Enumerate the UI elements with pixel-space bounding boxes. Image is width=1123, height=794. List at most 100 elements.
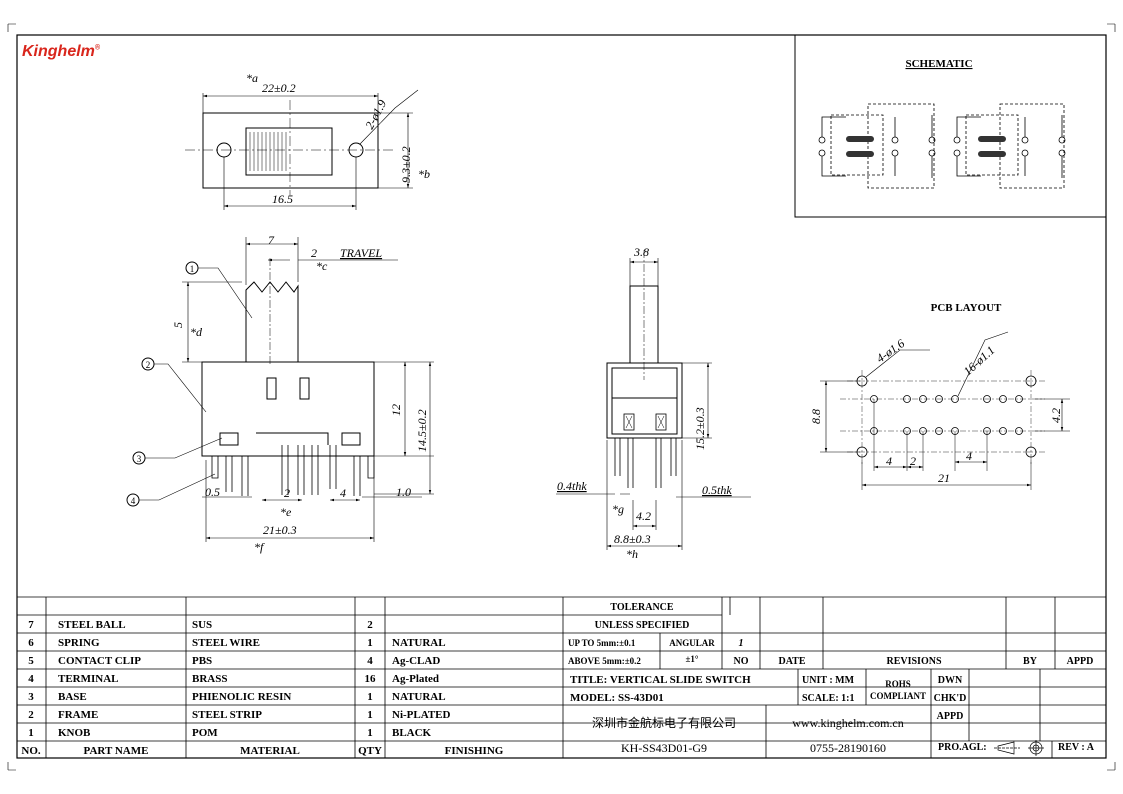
svg-text:2: 2 <box>367 619 373 631</box>
svg-text:1: 1 <box>28 727 34 739</box>
bom-header-no: NO. <box>21 745 41 757</box>
side-view <box>556 250 751 550</box>
dim-c: *c <box>316 259 328 273</box>
dim-g: *g <box>612 502 624 516</box>
pcb-title: PCB LAYOUT <box>931 302 1002 314</box>
sheet-border <box>16 34 1107 759</box>
projection-symbol-icon <box>994 740 1044 756</box>
svg-text:BRASS: BRASS <box>192 673 227 685</box>
bom-header-finishing: FINISHING <box>445 745 504 757</box>
svg-text:CONTACT CLIP: CONTACT CLIP <box>58 655 141 667</box>
svg-text:1: 1 <box>367 709 373 721</box>
brand-logo: Kinghelm® <box>22 43 101 60</box>
svg-text:APPD: APPD <box>937 711 964 722</box>
title-block: TOLERANCE UNLESS SPECIFIED UP TO 5mm:±0.… <box>568 602 1095 753</box>
svg-text:STEEL BALL: STEEL BALL <box>58 619 126 631</box>
svg-text:3: 3 <box>28 691 34 703</box>
dim-a: *a <box>246 71 258 85</box>
bom-header-material: MATERIAL <box>240 745 300 757</box>
dim-1-0: 1.0 <box>396 485 411 499</box>
svg-text:CHK'D: CHK'D <box>934 693 967 704</box>
svg-text:SUS: SUS <box>192 619 212 631</box>
svg-text:TITLE: VERTICAL SLIDE SWITCH: TITLE: VERTICAL SLIDE SWITCH <box>570 674 751 686</box>
pcb-layout <box>820 331 1070 490</box>
svg-text:4: 4 <box>367 655 373 667</box>
title-block-contact: 深圳市金航标电子有限公司 www.kinghelm.com.cn KH-SS43… <box>592 715 904 755</box>
svg-text:ANGULAR: ANGULAR <box>669 638 715 648</box>
svg-text:TERMINAL: TERMINAL <box>58 673 119 685</box>
dim-d: *d <box>190 325 203 339</box>
dim-16-5: 16.5 <box>272 192 293 206</box>
svg-text:NO: NO <box>734 656 749 667</box>
svg-text:6: 6 <box>28 637 34 649</box>
title-block-grid <box>17 596 1106 758</box>
svg-text:UNIT : MM: UNIT : MM <box>802 675 855 686</box>
svg-text:7: 7 <box>28 619 34 631</box>
dim-14-5: 14.5±0.2 <box>415 409 429 452</box>
dim-5: 5 <box>171 322 185 328</box>
svg-text:REV : A: REV : A <box>1058 742 1095 753</box>
dim-2-pitch: 2 <box>284 486 290 500</box>
bom-header-part: PART NAME <box>84 745 149 757</box>
svg-text:1: 1 <box>367 637 373 649</box>
company-name: 深圳市金航标电子有限公司 <box>592 715 736 730</box>
svg-text:Ni-PLATED: Ni-PLATED <box>392 709 451 721</box>
pcb-dim-21: 21 <box>938 471 950 485</box>
bom-header-qty: QTY <box>358 745 382 757</box>
svg-text:4: 4 <box>28 673 34 685</box>
svg-text:APPD: APPD <box>1067 656 1094 667</box>
svg-text:Ag-CLAD: Ag-CLAD <box>392 655 440 667</box>
svg-text:STEEL STRIP: STEEL STRIP <box>192 709 262 721</box>
svg-text:REVISIONS: REVISIONS <box>886 656 941 667</box>
svg-text:MODEL: SS-43D01: MODEL: SS-43D01 <box>570 692 664 704</box>
svg-text:NATURAL: NATURAL <box>392 637 446 649</box>
svg-text:COMPLIANT: COMPLIANT <box>870 691 926 701</box>
svg-text:UP TO 5mm:±0.1: UP TO 5mm:±0.1 <box>568 638 636 648</box>
svg-text:STEEL WIRE: STEEL WIRE <box>192 637 260 649</box>
svg-text:ROHS: ROHS <box>885 679 911 689</box>
svg-text:SCALE: 1:1: SCALE: 1:1 <box>802 693 855 704</box>
svg-text:BLACK: BLACK <box>392 727 432 739</box>
svg-text:TOLERANCE: TOLERANCE <box>610 602 673 613</box>
svg-text:POM: POM <box>192 727 218 739</box>
svg-text:1: 1 <box>367 727 373 739</box>
pcb-dim-4b: 4 <box>966 449 972 463</box>
balloon-4: 4 <box>131 496 136 506</box>
bom-table: 7 STEEL BALL SUS 2 6 SPRING STEEL WIRE 1… <box>21 619 503 757</box>
dim-9-3: 9.3±0.2 <box>399 146 413 183</box>
dim-0-5: 0.5 <box>205 485 220 499</box>
dim-12: 12 <box>389 404 403 416</box>
svg-text:PHIENOLIC RESIN: PHIENOLIC RESIN <box>192 691 291 703</box>
svg-text:UNLESS SPECIFIED: UNLESS SPECIFIED <box>595 620 690 631</box>
dim-0-4thk: 0.4thk <box>557 479 587 493</box>
svg-text:KNOB: KNOB <box>58 727 91 739</box>
pcb-dim-2: 2 <box>910 454 916 468</box>
balloon-2: 2 <box>146 360 151 370</box>
svg-text:DWN: DWN <box>938 675 963 686</box>
top-view <box>185 89 419 210</box>
dim-f: *f <box>254 540 265 554</box>
dim-21: 21±0.3 <box>263 523 297 537</box>
balloon-1: 1 <box>190 264 195 274</box>
dim-2-travel: 2 <box>311 246 317 260</box>
svg-text:PBS: PBS <box>192 655 212 667</box>
pcb-dim-4a: 4 <box>886 454 892 468</box>
pcb-dim-big-holes: 4-ø1.6 <box>874 336 907 365</box>
dim-e: *e <box>280 505 292 519</box>
schematic-panel: SCHEMATIC <box>794 34 1107 218</box>
svg-text:Ag-Plated: Ag-Plated <box>392 673 439 685</box>
part-number: KH-SS43D01-G9 <box>621 741 707 755</box>
svg-text:ABOVE 5mm:±0.2: ABOVE 5mm:±0.2 <box>568 656 641 666</box>
dim-h: *h <box>626 547 638 561</box>
svg-text:BASE: BASE <box>58 691 87 703</box>
svg-text:FRAME: FRAME <box>58 709 98 721</box>
pcb-dim-4-2: 4.2 <box>1049 408 1063 423</box>
dim-22: 22±0.2 <box>262 81 296 95</box>
svg-text:16: 16 <box>365 673 377 685</box>
dim-0-5thk: 0.5thk <box>702 483 732 497</box>
company-website: www.kinghelm.com.cn <box>792 716 904 730</box>
svg-text:PRO.AGL:: PRO.AGL: <box>938 742 987 753</box>
dim-hole: 2-ø1.9 <box>362 97 389 131</box>
dim-b: *b <box>418 167 430 181</box>
